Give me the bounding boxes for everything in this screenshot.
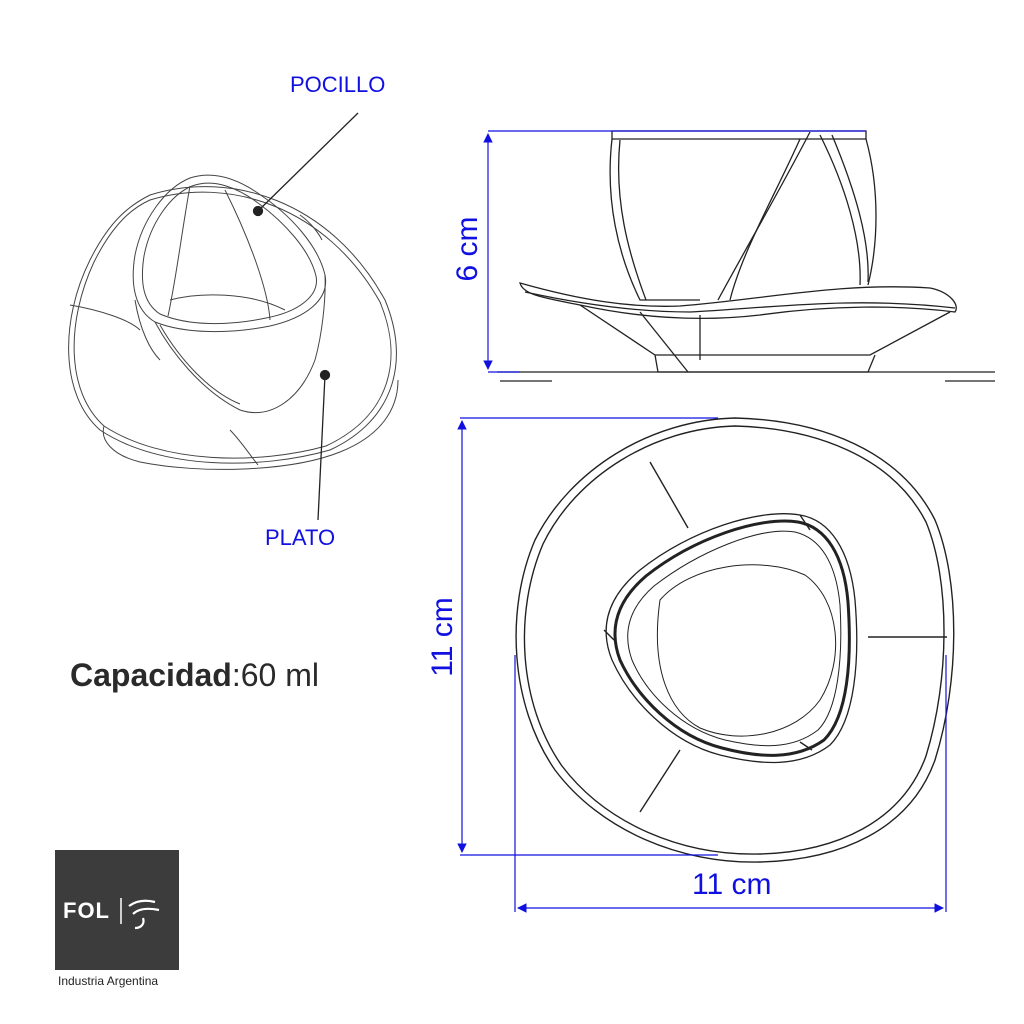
capacity-label: Capacidad	[70, 657, 232, 693]
width-dimension-label: 11 cm	[692, 868, 772, 901]
capacity-value: :60 ml	[231, 657, 319, 693]
isometric-view	[68, 174, 399, 470]
height-dimension-label: 6 cm	[451, 216, 484, 282]
capacity-text: Capacidad:60 ml	[70, 657, 319, 694]
saucer-callout-dot	[319, 369, 331, 381]
logo-text: FOL	[63, 898, 110, 923]
side-view	[497, 130, 995, 382]
cup-callout-label: POCILLO	[290, 72, 386, 97]
logo-swoosh-icon	[120, 898, 160, 930]
top-view	[515, 417, 955, 863]
callout-leaders	[252, 112, 359, 521]
brand-logo: FOL	[55, 850, 179, 970]
depth-dimension-label: 11 cm	[426, 597, 459, 677]
brand-tagline: Industria Argentina	[58, 974, 159, 988]
dimension-lines	[457, 130, 947, 913]
saucer-callout-label: PLATO	[265, 525, 336, 550]
cup-callout-dot	[252, 205, 264, 217]
